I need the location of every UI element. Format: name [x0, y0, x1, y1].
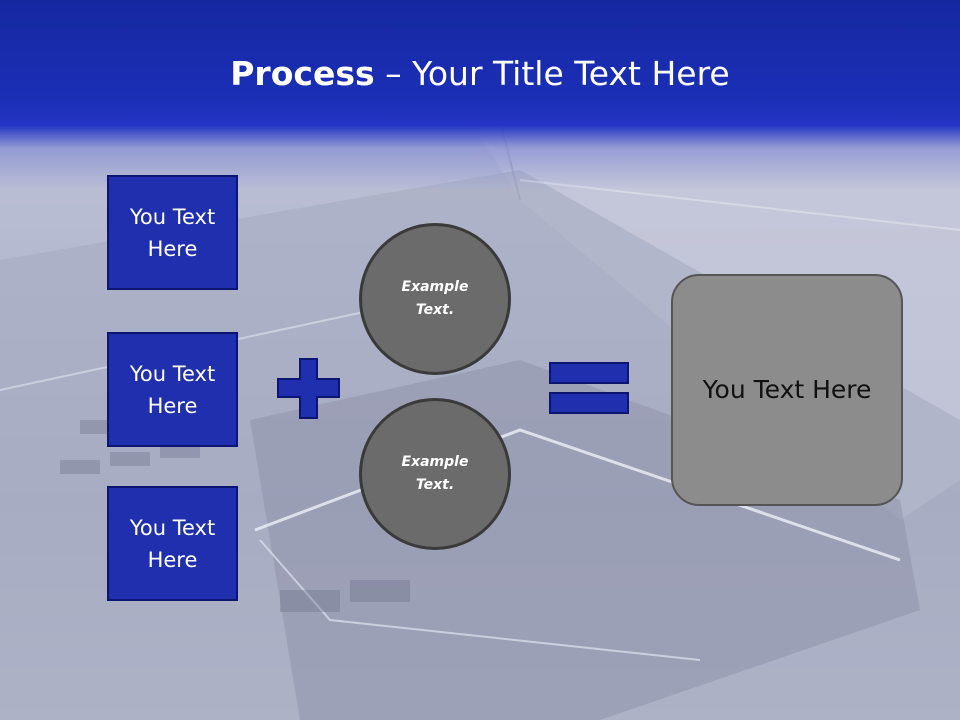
- title-rest: – Your Title Text Here: [374, 54, 730, 93]
- example-circle-1[interactable]: Example Text.: [359, 223, 511, 375]
- example-circle-2[interactable]: Example Text.: [359, 398, 511, 550]
- input-box-label: You Text Here: [129, 361, 216, 418]
- input-box-3[interactable]: You Text Here: [107, 486, 238, 601]
- circle-label: Example Text.: [401, 279, 469, 318]
- header-band: [0, 0, 960, 190]
- plus-icon: [277, 358, 340, 419]
- input-box-2[interactable]: You Text Here: [107, 332, 238, 447]
- equals-icon: [549, 362, 629, 414]
- slide-title: Process – Your Title Text Here: [0, 52, 960, 96]
- input-box-label: You Text Here: [129, 204, 216, 261]
- input-box-1[interactable]: You Text Here: [107, 175, 238, 290]
- circle-label: Example Text.: [401, 454, 469, 493]
- input-box-label: You Text Here: [129, 515, 216, 572]
- result-box[interactable]: You Text Here: [671, 274, 903, 506]
- title-bold: Process: [230, 54, 375, 93]
- result-label: You Text Here: [702, 375, 872, 404]
